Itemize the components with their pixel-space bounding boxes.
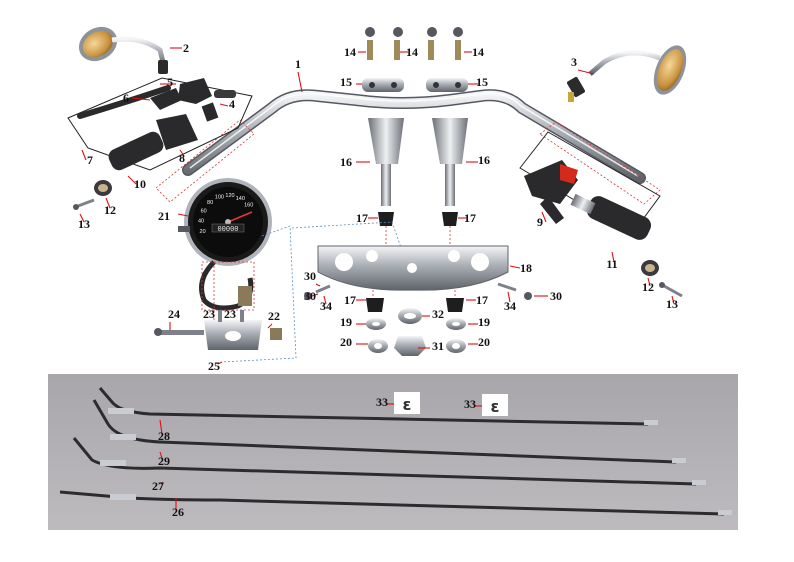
callout-29: 29 bbox=[158, 454, 170, 468]
callout-leader-line bbox=[217, 361, 223, 365]
callout-leader-line bbox=[647, 277, 651, 287]
speedometer-scale-label: 140 bbox=[236, 196, 245, 202]
callout-6: 6 bbox=[123, 91, 129, 105]
left-mirror bbox=[78, 26, 168, 74]
callout-27: 27 bbox=[152, 479, 164, 493]
speedometer-scale-label: 60 bbox=[201, 208, 207, 214]
callout-31: 31 bbox=[432, 339, 444, 353]
callout-8: 8 bbox=[179, 151, 185, 165]
callout-16: 16 bbox=[340, 155, 352, 169]
callout-leader-line bbox=[671, 295, 675, 305]
callout-24: 24 bbox=[168, 307, 180, 321]
callout-leaders bbox=[79, 47, 675, 510]
odometer-readout: 00000 bbox=[217, 226, 238, 234]
callout-leader-line bbox=[219, 103, 229, 107]
callout-1: 1 bbox=[295, 57, 301, 71]
callout-leader-line bbox=[509, 265, 521, 269]
callout-4: 4 bbox=[229, 97, 235, 111]
callout-leader-line bbox=[105, 197, 111, 209]
callout-leader-line bbox=[323, 295, 327, 305]
callout-17: 17 bbox=[476, 293, 488, 307]
handlebar-left-end-box bbox=[155, 119, 255, 203]
right-mirror bbox=[567, 45, 687, 102]
callout-leader-line bbox=[311, 293, 319, 297]
callout-21: 21 bbox=[158, 209, 170, 223]
callout-5: 5 bbox=[167, 75, 173, 89]
callout-leader-line bbox=[177, 213, 189, 217]
callout-26: 26 bbox=[172, 505, 184, 519]
callout-34: 34 bbox=[504, 299, 516, 313]
speedometer-scale-label: 40 bbox=[198, 219, 204, 225]
cable-panel: ɛ ɛ bbox=[48, 374, 738, 530]
callout-34: 34 bbox=[320, 299, 332, 313]
callout-10: 10 bbox=[134, 177, 146, 191]
callout-12: 12 bbox=[642, 280, 654, 294]
callout-19: 19 bbox=[340, 315, 352, 329]
callout-20: 20 bbox=[478, 335, 490, 349]
callout-30: 30 bbox=[304, 289, 316, 303]
callout-leader-line bbox=[81, 149, 87, 161]
callout-13: 13 bbox=[666, 297, 678, 311]
upper-riser-hardware bbox=[362, 27, 468, 226]
callout-23: 23 bbox=[224, 307, 236, 321]
speedometer-scale-label: 160 bbox=[244, 203, 253, 209]
callout-32: 32 bbox=[432, 307, 444, 321]
callout-leader-line bbox=[315, 283, 321, 287]
callout-33: 33 bbox=[376, 395, 388, 409]
callout-12: 12 bbox=[104, 203, 116, 217]
callout-leader-line bbox=[577, 69, 595, 75]
speedometer-scale-label: 20 bbox=[200, 229, 206, 235]
callout-30: 30 bbox=[550, 289, 562, 303]
callout-leader-line bbox=[541, 211, 547, 223]
callout-leader-line bbox=[507, 291, 511, 303]
callout-19: 19 bbox=[478, 315, 490, 329]
callout-30: 30 bbox=[304, 269, 316, 283]
callout-33: 33 bbox=[464, 397, 476, 411]
callout-14: 14 bbox=[406, 45, 418, 59]
callout-17: 17 bbox=[356, 211, 368, 225]
lower-clamp-assembly bbox=[304, 226, 532, 356]
speedometer-scale-label: 100 bbox=[215, 194, 224, 200]
speedometer-scale-label: 120 bbox=[225, 193, 234, 199]
callout-9: 9 bbox=[537, 215, 543, 229]
callout-leader-line bbox=[127, 175, 137, 185]
svg-text:ɛ: ɛ bbox=[491, 397, 500, 416]
callout-leader-line bbox=[131, 97, 151, 101]
meter-bracket-hardware bbox=[154, 221, 405, 363]
callout-14: 14 bbox=[472, 45, 484, 59]
callout-leader-line bbox=[297, 71, 303, 93]
callout-leader-line bbox=[611, 251, 615, 263]
callout-15: 15 bbox=[476, 75, 488, 89]
callout-2: 2 bbox=[183, 41, 189, 55]
callout-25: 25 bbox=[208, 359, 220, 373]
callout-14: 14 bbox=[344, 45, 356, 59]
callout-28: 28 bbox=[158, 429, 170, 443]
callout-23: 23 bbox=[203, 307, 215, 321]
callout-leader-line bbox=[159, 419, 163, 435]
callout-leader-line bbox=[179, 149, 185, 157]
callout-18: 18 bbox=[520, 261, 532, 275]
callout-7: 7 bbox=[87, 153, 93, 167]
right-switch-grip-assembly bbox=[519, 131, 683, 298]
handlebar-right-end-box bbox=[539, 121, 661, 205]
callout-17: 17 bbox=[464, 211, 476, 225]
callout-17: 17 bbox=[344, 293, 356, 307]
callout-22: 22 bbox=[268, 309, 280, 323]
callout-11: 11 bbox=[606, 257, 617, 271]
callout-15: 15 bbox=[340, 75, 352, 89]
callout-leader-line bbox=[267, 323, 273, 329]
left-lever-assembly bbox=[67, 77, 253, 210]
callout-16: 16 bbox=[478, 153, 490, 167]
handlebar bbox=[155, 89, 661, 205]
callout-leader-line bbox=[79, 213, 85, 223]
callout-3: 3 bbox=[571, 55, 577, 69]
callout-20: 20 bbox=[340, 335, 352, 349]
speedometer-scale-label: 80 bbox=[207, 200, 213, 206]
svg-text:ɛ: ɛ bbox=[403, 395, 412, 414]
callout-13: 13 bbox=[78, 217, 90, 231]
callout-leader-line bbox=[159, 451, 163, 459]
